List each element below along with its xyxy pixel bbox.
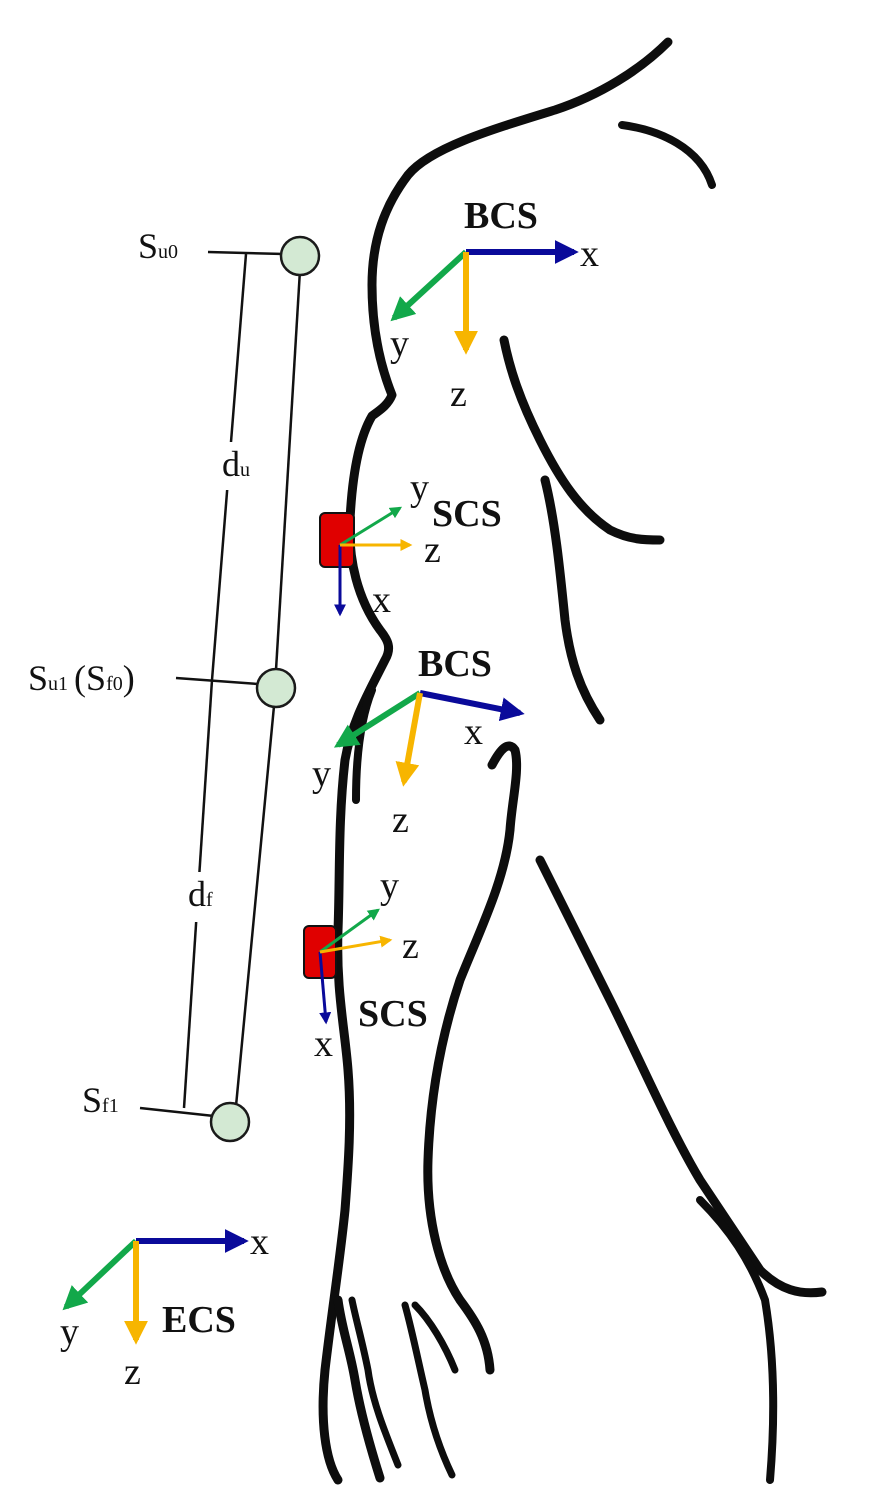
marker-su1 <box>255 667 297 709</box>
label-du: du <box>222 444 250 484</box>
su1-paren-open: ( <box>74 658 86 698</box>
frame-bcs-upper: BCS x y z <box>390 195 599 415</box>
sensor-upper <box>319 512 355 568</box>
su1-leader-line <box>175 676 259 686</box>
ecs-label: ECS <box>162 1299 236 1341</box>
label-su0: Su0 <box>138 226 178 266</box>
torso-side-line <box>535 855 827 1298</box>
marker-points <box>209 235 321 1143</box>
scs-upper-x-label: x <box>372 579 391 621</box>
chest-line <box>618 121 716 189</box>
frame-scs-lower: y z SCS x <box>314 865 428 1065</box>
bcs-lower-z-arrow <box>395 692 423 787</box>
scs-lower-z-label: z <box>402 925 419 967</box>
scs-upper-label: SCS <box>432 493 502 535</box>
frame-bcs-lower: BCS x y z <box>312 643 525 841</box>
label-sf1: Sf1 <box>82 1080 119 1120</box>
bcs-upper-x-label: x <box>580 233 599 275</box>
marker-su0 <box>279 235 321 277</box>
bcs-lower-label: BCS <box>418 643 492 685</box>
hip-line <box>696 1196 778 1484</box>
bcs-lower-y-label: y <box>312 753 331 795</box>
su1-sub: u1 <box>48 673 68 695</box>
su1-paren-close: ) <box>123 658 135 698</box>
sf1-main: S <box>82 1080 102 1120</box>
ecs-z-label: z <box>124 1351 141 1393</box>
label-df: df <box>188 874 213 914</box>
outer-arm-line <box>318 37 673 1485</box>
bcs-upper-label: BCS <box>464 195 538 237</box>
du-right-line <box>274 269 302 671</box>
sf1-leader-line <box>139 1106 215 1118</box>
scs-upper-z-label: z <box>424 529 441 571</box>
df-right-line <box>234 705 276 1107</box>
su1-paren-sub: f0 <box>106 673 123 695</box>
frame-scs-upper: SCS y z x <box>334 467 502 621</box>
armpit-line <box>499 335 665 545</box>
su0-leader-line <box>207 250 285 256</box>
ecs-y-arrow <box>62 1238 139 1311</box>
su1-paren-main: S <box>86 658 106 698</box>
frame-ecs: x y ECS z <box>60 1221 269 1393</box>
scs-upper-y-arrow <box>339 506 403 547</box>
du-label-gap <box>218 442 262 490</box>
scs-lower-x-label: x <box>314 1023 333 1065</box>
su1-main: S <box>28 658 48 698</box>
inner-elbow-line <box>423 741 522 1375</box>
scs-lower-label: SCS <box>358 993 428 1035</box>
marker-sf1 <box>209 1101 251 1143</box>
bcs-lower-y-arrow <box>333 690 422 748</box>
finger-line-2 <box>401 1301 456 1479</box>
scs-lower-y-label: y <box>380 865 399 907</box>
bcs-upper-y-arrow <box>390 249 469 322</box>
scs-lower-z-arrow <box>319 935 393 954</box>
scs-upper-y-label: y <box>410 467 429 509</box>
sf1-sub: f1 <box>102 1095 119 1117</box>
scs-lower-y-arrow <box>319 908 380 954</box>
inner-arm-line-upper <box>540 475 605 725</box>
ecs-y-label: y <box>60 1311 79 1353</box>
body-outline <box>318 37 827 1485</box>
segment-lines <box>139 250 302 1118</box>
finger-line-1 <box>348 1296 402 1469</box>
bcs-lower-z-label: z <box>392 799 409 841</box>
bcs-upper-y-label: y <box>390 323 409 365</box>
su0-main: S <box>138 226 158 266</box>
ecs-x-label: x <box>250 1221 269 1263</box>
scs-lower-x-arrow <box>318 951 332 1025</box>
du-main: d <box>222 444 240 484</box>
hand-outline <box>333 1295 385 1483</box>
df-main: d <box>188 874 206 914</box>
bcs-lower-x-label: x <box>464 711 483 753</box>
df-sub: f <box>206 889 213 911</box>
df-label-gap <box>184 872 228 922</box>
bcs-lower-x-arrow <box>419 690 525 722</box>
su0-sub: u0 <box>158 241 178 263</box>
bcs-upper-z-label: z <box>450 373 467 415</box>
label-su1: Su1(Sf0) <box>28 658 135 698</box>
du-sub: u <box>240 459 250 481</box>
thumb-line <box>411 1301 459 1374</box>
